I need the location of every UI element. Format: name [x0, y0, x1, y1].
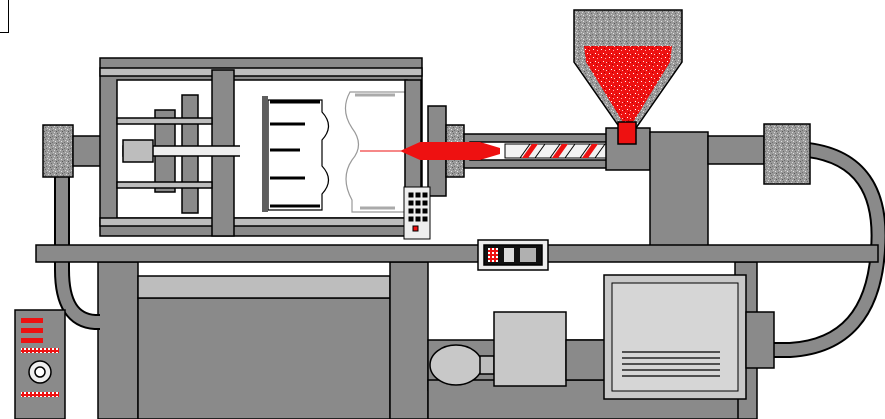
left-cylinder-end — [43, 125, 103, 177]
valve-block — [494, 312, 566, 386]
hopper — [574, 10, 682, 144]
left-control-box — [15, 310, 65, 419]
left-base-leg — [98, 262, 138, 419]
tie-bar-bottom — [100, 218, 422, 226]
base-panel-top-strip — [138, 276, 390, 298]
control-panel — [404, 187, 430, 239]
plastic-melt — [400, 142, 500, 160]
center-base-leg — [390, 262, 428, 419]
pump-motor-assembly — [428, 275, 774, 419]
machine-bed — [36, 245, 878, 262]
tie-bar-top — [100, 68, 422, 76]
mold-cavity — [240, 82, 405, 214]
pump-icon — [430, 345, 482, 385]
ram-block — [123, 140, 153, 162]
mold-half-moving — [268, 100, 329, 210]
guide-pin-bottom — [117, 182, 212, 188]
guide-pin-top — [117, 118, 212, 124]
led-display — [478, 240, 548, 270]
hopper-throat — [618, 122, 636, 144]
base-panel — [138, 298, 390, 419]
